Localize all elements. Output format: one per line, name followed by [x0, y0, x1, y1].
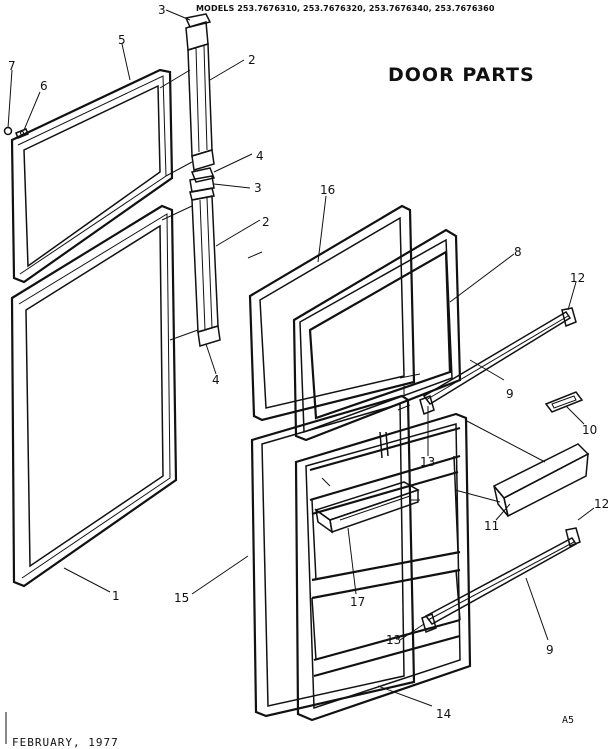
callout-14: 14: [436, 707, 451, 721]
fresh-food-door-gasket: [10, 204, 178, 588]
callout-8: 8: [514, 245, 522, 259]
freezer-inner-door-panel: [248, 204, 416, 422]
callout-15: 15: [174, 591, 189, 605]
callout-3-top: 3: [158, 3, 166, 17]
freezer-door-gasket: [10, 68, 174, 284]
callout-12-upper: 12: [570, 271, 585, 285]
models-header: MODELS 253.7676310, 253.7676320, 253.767…: [196, 4, 495, 13]
callout-1: 1: [112, 589, 120, 603]
fresh-food-inner-door-panel: [250, 394, 416, 718]
middle-end-caps: [189, 167, 216, 193]
callout-16: 16: [320, 183, 335, 197]
callout-4-upper: 4: [256, 149, 264, 163]
freezer-door-liner: [292, 228, 462, 442]
callout-13-upper: 13: [420, 455, 435, 469]
callout-12-lower: 12: [594, 497, 608, 511]
callout-7: 7: [8, 59, 16, 73]
callout-9-upper: 9: [506, 387, 514, 401]
lower-handle-assembly: [189, 187, 221, 347]
callout-5: 5: [118, 33, 126, 47]
callout-3-middle: 3: [254, 181, 262, 195]
callout-10: 10: [582, 423, 597, 437]
lower-shelf-bar: [421, 527, 581, 634]
callout-2-lower: 2: [262, 215, 270, 229]
shelf-retainer-clip: [544, 391, 584, 413]
callout-4-lower: 4: [212, 373, 220, 387]
butter-compartment: [314, 481, 420, 534]
callout-numbers: 3 5 7 6 2 4 3 2 4 16 8 12 9 10 13 12 11 …: [8, 3, 608, 721]
callout-2-upper: 2: [248, 53, 256, 67]
revision-date: FEBRUARY, 1977: [12, 736, 119, 749]
page-code: A5: [562, 715, 575, 726]
callout-11: 11: [484, 519, 499, 533]
callout-17: 17: [350, 595, 365, 609]
dairy-compartment-cover: [492, 443, 590, 518]
callout-13-lower: 13: [386, 633, 401, 647]
callout-9-lower: 9: [546, 643, 554, 657]
upper-shelf-bar: [419, 307, 577, 416]
upper-handle-assembly: [184, 13, 215, 171]
callout-6: 6: [40, 79, 48, 93]
callout-leader-lines: [7, 9, 595, 707]
page-title: DOOR PARTS: [388, 64, 535, 86]
fresh-food-door-liner: [294, 412, 472, 722]
